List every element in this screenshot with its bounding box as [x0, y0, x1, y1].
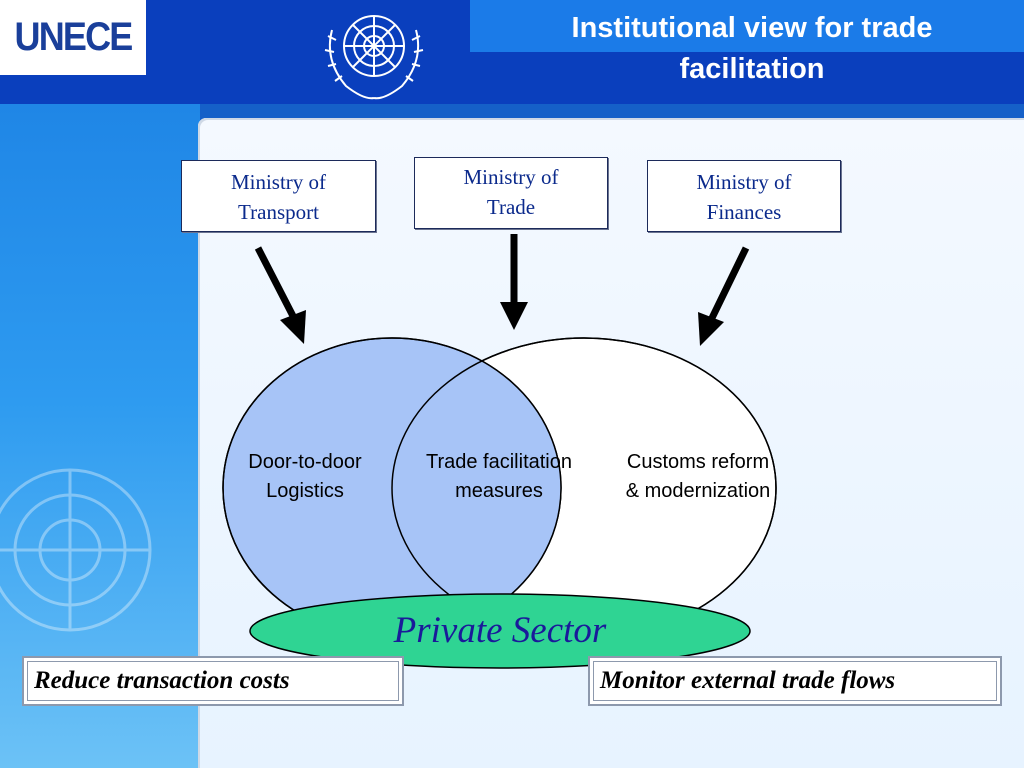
un-emblem-icon	[324, 15, 424, 100]
door-to-door-line2: Logistics	[266, 480, 344, 502]
door-to-door-label: Door-to-door Logistics	[225, 448, 385, 506]
ministry-trade-box: Ministry of Trade	[414, 157, 608, 229]
ministry-finances-line1: Ministry of	[696, 170, 792, 194]
title-panel	[470, 0, 1024, 52]
customs-reform-line2: & modernization	[625, 480, 771, 502]
door-to-door-line1: Door-to-door	[248, 451, 362, 473]
trade-facilitation-line1: Trade facilitation	[426, 451, 572, 473]
private-sector-label: Private Sector	[393, 610, 607, 651]
ministry-trade-line2: Trade	[486, 195, 536, 219]
customs-reform-line1: Customs reform	[626, 451, 770, 473]
ministry-trade-line1: Ministry of	[463, 165, 559, 189]
monitor-flows-box: Monitor external trade flows	[588, 656, 1002, 706]
title-line-1: Institutional view for trade	[571, 12, 933, 44]
ministry-finances-line2: Finances	[706, 200, 782, 224]
reduce-costs-text: Reduce transaction costs	[34, 667, 290, 694]
un-watermark-icon	[0, 468, 152, 632]
ministry-finances-box: Ministry of Finances	[647, 160, 841, 232]
ministry-transport-line1: Ministry of	[230, 170, 327, 194]
unece-logo: UNECE	[0, 0, 146, 75]
trade-facilitation-label: Trade facilitation measures	[399, 448, 599, 506]
slide-title: Institutional view for trade facilitatio…	[470, 8, 1024, 90]
trade-facilitation-line2: measures	[455, 480, 543, 502]
logo-text: UNECE	[14, 15, 133, 59]
overlap-region	[392, 338, 561, 638]
title-line-2: facilitation	[679, 53, 825, 85]
customs-reform-label: Customs reform & modernization	[598, 448, 798, 506]
private-sector-ellipse	[249, 593, 751, 669]
monitor-flows-text: Monitor external trade flows	[600, 667, 896, 694]
ministry-transport-box: Ministry of Transport	[181, 160, 376, 232]
ministry-transport-line2: Transport	[238, 200, 319, 224]
reduce-costs-box: Reduce transaction costs	[22, 656, 404, 706]
arrows	[254, 234, 750, 346]
